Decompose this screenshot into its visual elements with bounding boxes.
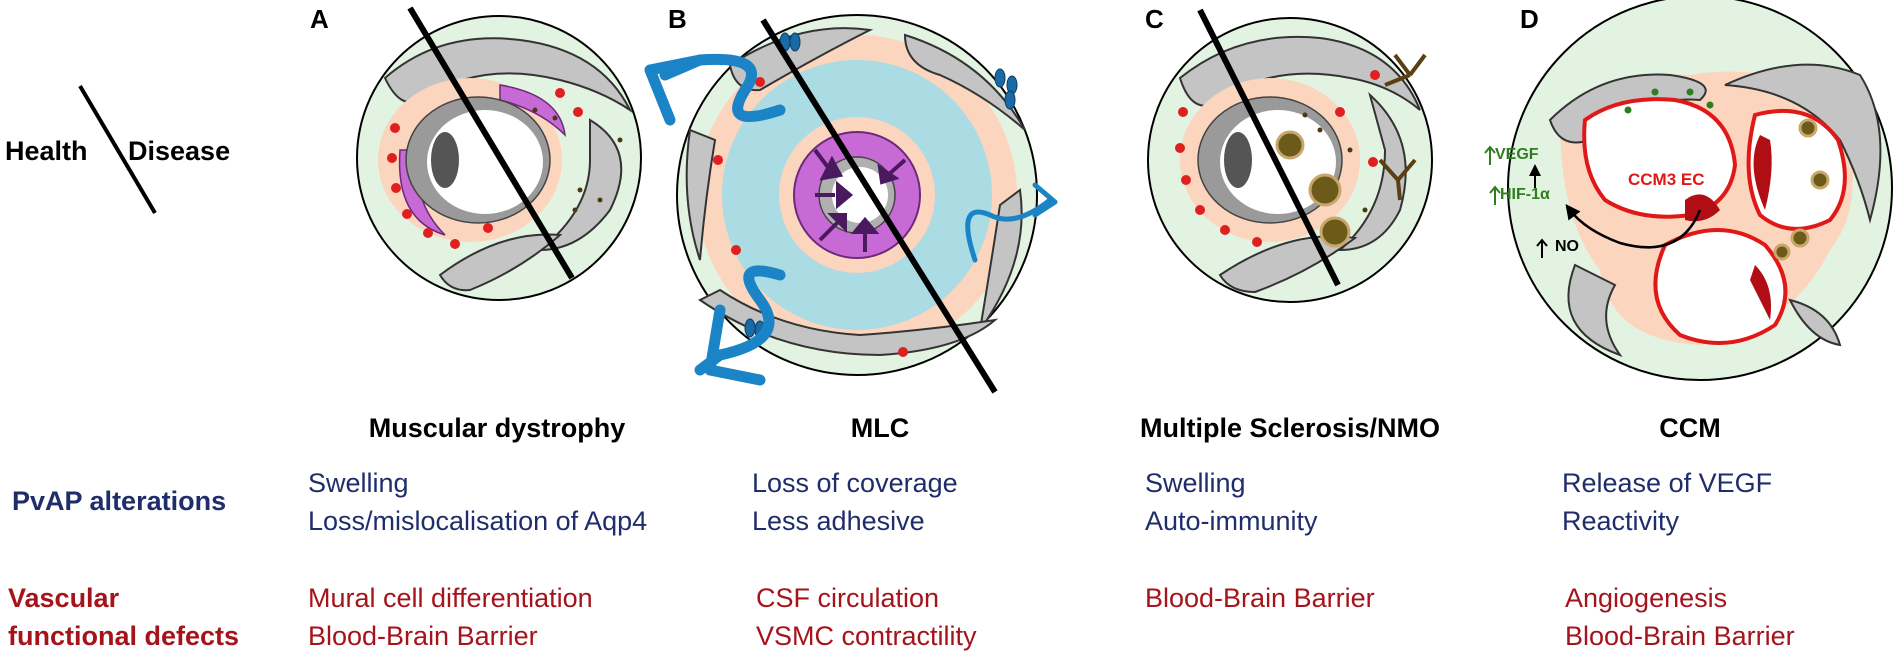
panel-d-no-label: NO	[1555, 238, 1579, 255]
panel-a-extracellular-dots	[532, 107, 623, 213]
panel-c-title: Multiple Sclerosis/NMO	[1140, 413, 1440, 443]
vascular-cell-d-line2: Blood-Brain Barrier	[1565, 621, 1795, 651]
vascular-cell-b-line2: VSMC contractility	[756, 621, 977, 651]
panel-a: A Muscular dystrophy	[310, 4, 642, 443]
panel-a-junction-dots	[387, 88, 583, 249]
panel-d-astrocyte-bottom-right	[1788, 298, 1842, 347]
panel-b-csf-flow-arrows	[644, 53, 1058, 386]
panel-d-astrocyte-bottom-left	[1567, 263, 1623, 358]
panel-c-junction-dots	[1175, 70, 1380, 247]
vascular-cell-d-line1: Angiogenesis	[1565, 583, 1727, 613]
panel-a-astrocyte-endfoot-right	[537, 118, 623, 252]
panel-d-no-to-hif-arrow	[1565, 204, 1702, 249]
pvap-cell-b-line2: Less adhesive	[752, 506, 925, 536]
vascular-cell-b-line1: CSF circulation	[756, 583, 939, 613]
panel-d-vegf-dots	[1624, 88, 1714, 114]
panel-c-letter: C	[1145, 4, 1164, 34]
panel-a-vessel-lumen	[427, 110, 543, 214]
health-disease-legend: Health Disease	[5, 84, 230, 215]
pvap-cell-a-line1: Swelling	[308, 468, 409, 498]
panel-d-astrocyte-right	[1724, 63, 1882, 224]
panel-a-endothelial-nucleus	[431, 132, 459, 188]
panel-c-immune-cells	[1275, 130, 1351, 248]
pvap-row: PvAP alterations Swelling Loss/mislocali…	[12, 468, 1772, 536]
panel-c-antibodies	[1378, 53, 1427, 201]
panel-a-letter: A	[310, 4, 329, 34]
panel-b-astrocyte-left	[685, 128, 717, 261]
panel-b-astrocyte-bottom	[698, 288, 999, 357]
panel-d-no-up-arrow	[1536, 238, 1548, 258]
pvap-cell-c-line1: Swelling	[1145, 468, 1246, 498]
panel-c-extracellular-dots	[1302, 112, 1368, 213]
panel-d-cavernoma-right	[1746, 108, 1847, 231]
legend-health-label: Health	[5, 136, 88, 166]
vascular-row-label-line2: functional defects	[8, 621, 239, 651]
pvap-cell-d-line2: Reactivity	[1562, 506, 1680, 536]
panel-d-cavernomas	[1582, 97, 1847, 345]
pvap-cell-a-line2: Loss/mislocalisation of Aqp4	[308, 506, 647, 536]
panel-b-astrocyte-top-right	[903, 33, 1026, 131]
legend-divider-line	[78, 84, 157, 215]
panel-d: D VEGF HIF-1α NO	[1484, 0, 1893, 443]
panel-d-up-arrows	[1484, 145, 1501, 205]
panel-a-astrocyte-endfoot-bottom	[438, 233, 563, 292]
panel-b-letter: B	[668, 4, 687, 34]
panel-a-health-disease-divider	[407, 6, 575, 280]
panel-d-cavernoma-left	[1582, 97, 1738, 219]
panel-b-title: MLC	[851, 413, 909, 443]
panel-c: C Multiple Sclerosis/NMO	[1140, 4, 1440, 443]
panel-d-cavernoma-bottom	[1653, 228, 1788, 345]
vascular-cell-c-line1: Blood-Brain Barrier	[1145, 583, 1375, 613]
vascular-cell-a-line1: Mural cell differentiation	[308, 583, 593, 613]
panel-b-contraction-arrows	[813, 148, 907, 252]
panel-d-ccm3-ec-label: CCM3 EC	[1628, 170, 1705, 189]
pvap-cell-d-line1: Release of VEGF	[1562, 468, 1772, 498]
panel-d-hif-label: HIF-1α	[1500, 186, 1550, 203]
vascular-cell-a-line2: Blood-Brain Barrier	[308, 621, 538, 651]
panel-b: B	[644, 4, 1058, 443]
panel-d-title: CCM	[1659, 413, 1721, 443]
panel-d-letter: D	[1520, 4, 1539, 34]
legend-disease-label: Disease	[128, 136, 230, 166]
vascular-row: Vascular functional defects Mural cell d…	[8, 583, 1795, 651]
pvap-cell-b-line1: Loss of coverage	[752, 468, 958, 498]
panel-a-title: Muscular dystrophy	[369, 413, 626, 443]
pvap-row-label: PvAP alterations	[12, 486, 226, 516]
panel-c-health-disease-divider	[1197, 8, 1341, 287]
panel-b-junction-dots	[713, 77, 908, 357]
panel-c-astrocyte-endfoot-right	[1337, 91, 1407, 252]
panel-d-mutant-ec	[1685, 135, 1772, 320]
panel-d-vegf-label: VEGF	[1495, 146, 1539, 163]
panel-d-immune-cells	[1773, 118, 1830, 261]
panel-b-vessel-lumen	[832, 167, 888, 223]
panel-c-endothelial-nucleus	[1224, 132, 1252, 188]
vascular-row-label-line1: Vascular	[8, 583, 120, 613]
panel-b-health-disease-divider	[760, 18, 998, 394]
pvap-cell-c-line2: Auto-immunity	[1145, 506, 1318, 536]
